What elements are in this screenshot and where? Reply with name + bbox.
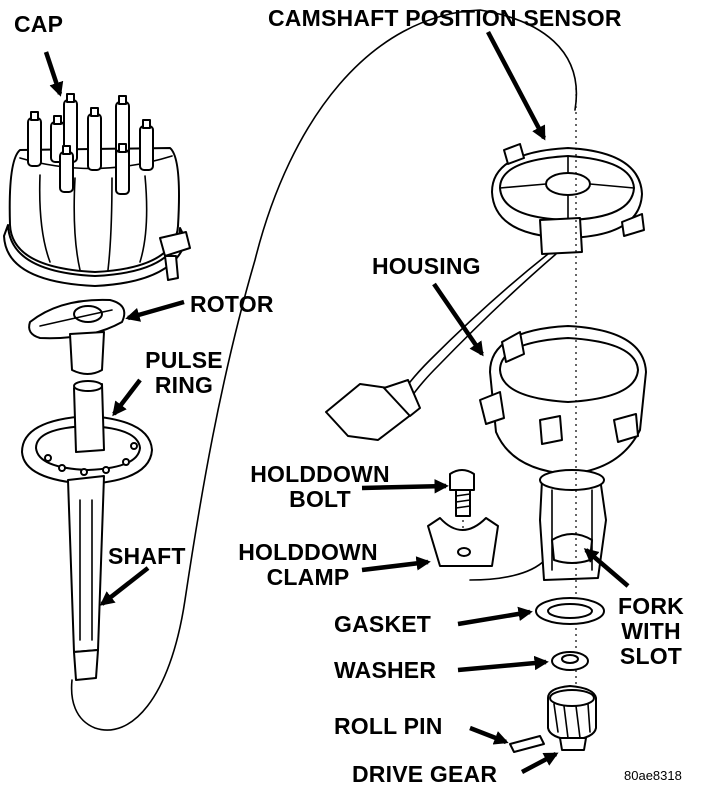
camshaft-position-sensor-label: CAMSHAFT POSITION SENSOR (268, 5, 622, 31)
holddown-clamp-label: HOLDDOWN CLAMP (220, 540, 396, 590)
gasket-label: GASKET (334, 611, 432, 637)
holddown-bolt-label-line1: HOLDDOWN (250, 461, 390, 487)
holddown-clamp-label-line2: CLAMP (266, 564, 350, 590)
shaft-and-pulse-ring (21, 380, 153, 681)
camshaft-position-sensor (325, 143, 645, 441)
roll-pin (509, 735, 545, 753)
washer-label: WASHER (334, 657, 437, 683)
callout-arrows (43, 30, 630, 774)
fork-with-slot-label-line2: WITH (621, 618, 681, 644)
housing-label: HOUSING (372, 253, 481, 279)
shaft-label: SHAFT (108, 543, 186, 569)
roll-pin-label: ROLL PIN (334, 713, 443, 739)
washer (551, 651, 589, 671)
gasket (535, 597, 605, 625)
holddown-bolt-label-line2: BOLT (289, 486, 351, 512)
drive-gear-label: DRIVE GEAR (352, 761, 498, 787)
fork-with-slot-label: FORK WITH SLOT (604, 594, 698, 669)
fork-with-slot-label-line1: FORK (618, 593, 684, 619)
clamp-outline-curve (469, 559, 546, 581)
fork-with-slot-label-line3: SLOT (619, 643, 683, 669)
cap-label: CAP (14, 11, 64, 37)
rotor (28, 298, 126, 375)
holddown-bolt-label: HOLDDOWN BOLT (232, 462, 408, 512)
holddown-bolt (449, 469, 475, 517)
holddown-clamp-label-line1: HOLDDOWN (238, 539, 378, 565)
pulse-ring-label: PULSE RING (134, 348, 234, 398)
holddown-clamp (427, 517, 499, 567)
rotor-label: ROTOR (190, 291, 274, 317)
figure-id: 80ae8318 (624, 768, 682, 783)
distributor-housing (479, 325, 647, 581)
distributor-cap (3, 93, 191, 287)
drive-gear (547, 685, 597, 751)
pulse-ring-label-line1: PULSE (145, 347, 223, 373)
pulse-ring-label-line2: RING (154, 372, 214, 398)
